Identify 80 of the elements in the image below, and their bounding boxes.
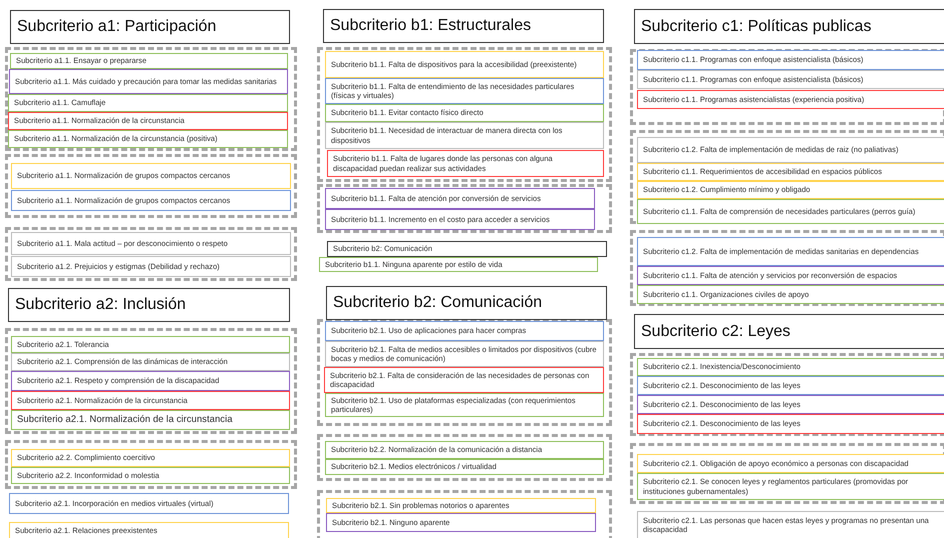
item-box: [8, 94, 288, 112]
item-box: [11, 163, 291, 189]
item-box: [324, 367, 604, 393]
dashed-group-box: [317, 184, 612, 233]
item-box: [11, 336, 290, 353]
item-box: [637, 454, 944, 473]
item-box: [637, 137, 944, 163]
dashed-group-box: [630, 353, 944, 436]
dashed-group-box: [5, 227, 297, 281]
item-box: [637, 237, 944, 266]
item-box: [325, 209, 595, 230]
item-box: [637, 395, 944, 414]
heading-text: Subcriterio c2: Leyes: [641, 322, 790, 340]
title-box: [10, 10, 290, 44]
item-box: [637, 50, 944, 70]
item-box: [325, 441, 604, 459]
item-box: [8, 130, 288, 148]
dashed-group-box: [5, 154, 297, 218]
heading-text: Subcriterio a2: Inclusión: [15, 296, 186, 314]
item-box: [11, 467, 290, 484]
item-box: [325, 51, 604, 78]
dashed-group-box: [5, 440, 297, 489]
title-box: [8, 288, 290, 322]
item-box: [326, 498, 596, 513]
item-box: [326, 513, 596, 532]
item-box: [11, 190, 291, 211]
item-box: [8, 112, 288, 130]
title-box: [634, 314, 944, 349]
title-box: [326, 286, 607, 320]
item-box: [325, 321, 604, 341]
item-box: [637, 511, 944, 538]
item-box: [637, 376, 944, 395]
item-box: [319, 257, 598, 272]
item-box: [325, 393, 604, 417]
dashed-group-box: [317, 434, 612, 481]
item-box: [637, 181, 944, 199]
item-box: [637, 473, 944, 500]
item-box: [637, 266, 944, 285]
item-text: Subcriterio a2.1. Normalización de la circunstancia: [17, 414, 232, 426]
dashed-group-box: [5, 47, 297, 151]
item-box: [327, 241, 607, 257]
dashed-group-box: [317, 490, 612, 538]
title-box: [634, 9, 944, 44]
item-box: [637, 199, 944, 224]
item-box: [637, 414, 944, 434]
item-box: [325, 104, 604, 122]
item-box: [11, 449, 290, 467]
item-box: [325, 122, 604, 149]
heading-text: Subcriterio b1: Estructurales: [330, 17, 531, 35]
item-box: [11, 410, 290, 430]
title-box: [323, 9, 604, 43]
item-box: [637, 285, 944, 304]
item-box: [9, 522, 289, 538]
dashed-group-box: [317, 319, 612, 426]
item-box: [325, 341, 604, 367]
item-box: [325, 78, 604, 104]
item-box: [637, 358, 944, 376]
dashed-group-box: [630, 230, 944, 306]
dashed-group-box: [630, 49, 944, 125]
item-box: [11, 353, 290, 371]
item-box: [637, 70, 944, 89]
item-box: [327, 150, 604, 177]
item-box: [325, 459, 604, 475]
item-box: [11, 256, 291, 277]
item-box: [637, 163, 944, 181]
item-box: [11, 371, 290, 391]
heading-text: Subcriterio a1: Participación: [17, 18, 216, 36]
dashed-group-box: [630, 443, 944, 504]
item-box: [10, 53, 288, 69]
item-box: [325, 188, 595, 209]
dashed-group-box: [5, 328, 297, 434]
dashed-group-box: [317, 47, 612, 182]
item-box: [637, 90, 944, 109]
item-box: [9, 69, 288, 94]
item-box: [11, 391, 290, 410]
heading-text: Subcriterio b2: Comunicación: [333, 294, 542, 312]
item-box: [11, 232, 291, 255]
dashed-group-box: [630, 130, 944, 224]
heading-text: Subcriterio c1: Políticas publicas: [641, 18, 872, 36]
item-box: [9, 493, 289, 514]
